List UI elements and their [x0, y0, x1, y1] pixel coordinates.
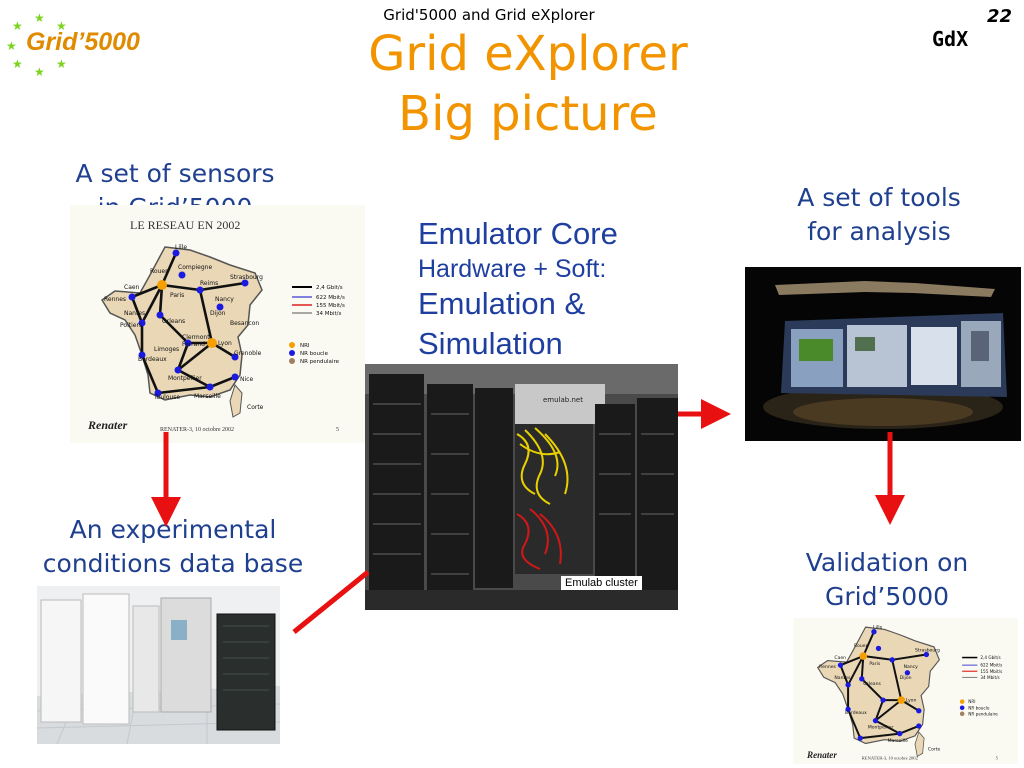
svg-text:Marseille: Marseille [194, 393, 221, 400]
emulator-core-line4: Simulation [418, 326, 563, 361]
svg-text:Nice: Nice [240, 376, 253, 383]
svg-text:155 Mbit/s: 155 Mbit/s [316, 303, 345, 309]
gdx-logo: GdX [932, 27, 969, 51]
validation-label: Validation on Grid’5000 [805, 548, 969, 611]
svg-text:RENATER-3, 10 octobre 2002: RENATER-3, 10 octobre 2002 [862, 755, 919, 761]
svg-text:622 Mbit/s: 622 Mbit/s [980, 663, 1002, 668]
svg-text:Dijon: Dijon [210, 310, 226, 317]
database-hardware-photo [37, 586, 280, 744]
svg-text:Compiegne: Compiegne [178, 264, 212, 271]
svg-text:Corte: Corte [247, 404, 264, 411]
svg-text:Montpellier: Montpellier [868, 724, 894, 730]
tools-label: A set of tools for analysis [797, 183, 961, 246]
emulator-core-subtitle: Hardware + Soft: [418, 255, 607, 283]
svg-text:Nancy: Nancy [904, 664, 919, 670]
star-icon: ★ [34, 11, 45, 25]
svg-text:34 Mbit/s: 34 Mbit/s [980, 675, 999, 680]
svg-text:Orleans: Orleans [863, 681, 881, 687]
svg-text:Nantes: Nantes [124, 310, 145, 317]
emulab-cluster-photo: emulab.net E [365, 364, 678, 610]
svg-text:Clermont: Clermont [182, 334, 210, 341]
svg-text:NR pendulaire: NR pendulaire [968, 711, 998, 716]
svg-text:Caen: Caen [124, 284, 140, 291]
slide-subtitle: Big picture [398, 86, 658, 142]
svg-text:Nancy: Nancy [215, 296, 234, 303]
star-icon: ★ [6, 39, 17, 53]
svg-text:Caen: Caen [834, 655, 846, 661]
svg-text:5: 5 [996, 755, 999, 760]
svg-text:155 Mbit/s: 155 Mbit/s [980, 669, 1002, 674]
svg-text:Lyon: Lyon [218, 340, 232, 347]
svg-text:Strasbourg: Strasbourg [230, 274, 263, 281]
star-icon: ★ [56, 19, 67, 33]
svg-text:Dijon: Dijon [900, 675, 912, 681]
emulator-core-line3: Emulation & [418, 286, 586, 321]
svg-text:Lyon: Lyon [906, 698, 917, 704]
svg-text:Paris: Paris [170, 292, 184, 299]
slide-header-title: Grid'5000 and Grid eXplorer [383, 6, 595, 24]
arrow-database-to-emulator [292, 570, 370, 634]
svg-text:NR pendulaire: NR pendulaire [300, 359, 340, 365]
star-icon: ★ [34, 65, 45, 79]
svg-text:5: 5 [336, 427, 339, 433]
emulator-core-title: Emulator Core [418, 216, 618, 251]
svg-text:NRI: NRI [968, 699, 975, 704]
svg-text:NR boucle: NR boucle [968, 705, 990, 710]
svg-text:Montpellier: Montpellier [168, 375, 202, 382]
emulator-core-text: Emulator Core Hardware + Soft: Emulation… [418, 214, 668, 364]
cluster-caption: Emulab cluster [561, 576, 642, 590]
svg-text:622 Mbit/s: 622 Mbit/s [316, 295, 345, 301]
svg-text:Rouen: Rouen [854, 643, 868, 649]
svg-text:emulab.net: emulab.net [543, 396, 583, 404]
svg-text:Rennes: Rennes [104, 296, 126, 303]
svg-text:34 Mbit/s: 34 Mbit/s [316, 311, 342, 317]
svg-text:Grenoble: Grenoble [234, 350, 262, 357]
svg-text:2,4 Gbit/s: 2,4 Gbit/s [980, 655, 1000, 660]
star-icon: ★ [12, 57, 23, 71]
svg-text:Toulouse: Toulouse [153, 394, 180, 401]
grid5000-logo-text: Grid’5000 [26, 28, 140, 56]
svg-text:Paris: Paris [869, 661, 880, 667]
svg-text:Renater: Renater [806, 750, 837, 760]
svg-text:Reims: Reims [200, 280, 218, 287]
database-label: An experimental conditions data base [42, 515, 304, 578]
svg-text:Poitiers: Poitiers [120, 322, 142, 329]
svg-text:Lille: Lille [175, 244, 187, 251]
svg-text:Rouen: Rouen [150, 268, 169, 275]
grid5000-logo: ★ ★ ★ ★ ★ ★ ★ [4, 10, 174, 82]
slide-title: Grid eXplorer [368, 26, 688, 82]
star-icon: ★ [12, 19, 23, 33]
renater-map-sensors: LE RESEAU EN 2002 [70, 205, 365, 443]
svg-text:Renater: Renater [87, 418, 128, 432]
svg-text:NR boucle: NR boucle [300, 351, 329, 357]
svg-text:NRI: NRI [300, 343, 310, 349]
svg-text:Bordeaux: Bordeaux [138, 356, 167, 363]
svg-text:Limoges: Limoges [154, 346, 179, 353]
svg-text:Lille: Lille [873, 625, 882, 631]
page-number: 22 [986, 6, 1012, 27]
svg-text:Rennes: Rennes [819, 664, 836, 670]
svg-text:Orleans: Orleans [162, 318, 185, 325]
visualization-wall-photo [745, 267, 1021, 441]
svg-text:Besancon: Besancon [230, 320, 259, 327]
svg-text:LE RESEAU EN 2002: LE RESEAU EN 2002 [130, 218, 240, 232]
svg-text:Marseille: Marseille [888, 738, 909, 744]
svg-text:Nantes: Nantes [834, 675, 851, 681]
svg-text:Ferrand: Ferrand [182, 341, 205, 348]
svg-text:Strasbourg: Strasbourg [915, 647, 940, 653]
svg-text:RENATER-3, 10 octobre 2002: RENATER-3, 10 octobre 2002 [160, 427, 234, 433]
svg-text:Bordeaux: Bordeaux [845, 710, 867, 716]
svg-text:2,4 Gbit/s: 2,4 Gbit/s [316, 285, 343, 291]
svg-text:Corte: Corte [928, 746, 941, 752]
star-icon: ★ [56, 57, 67, 71]
